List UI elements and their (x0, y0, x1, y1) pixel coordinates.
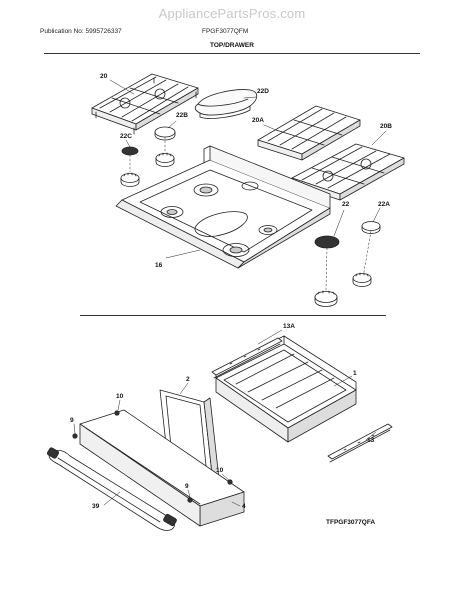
part-label-20a: 20A (252, 117, 264, 124)
part-label-4: 4 (242, 503, 246, 510)
screw-9-right[interactable] (188, 498, 192, 502)
handle-39[interactable] (47, 447, 178, 530)
catalog-id: TFPGF3077QFA (326, 519, 376, 526)
slide-rail-13a[interactable] (212, 338, 282, 378)
part-label-22a: 22A (378, 201, 390, 208)
main-top-16[interactable] (116, 146, 330, 268)
burner-cap-22c[interactable] (121, 147, 139, 187)
part-label-22d: 22D (257, 88, 269, 95)
watermark: AppliancePartsPros.com (158, 6, 306, 21)
burner-cap-22a[interactable] (353, 222, 380, 287)
part-label-22: 22 (342, 201, 350, 208)
burner-head-left (156, 153, 174, 167)
model-number: FPGF3077QFM (202, 28, 249, 35)
part-label-20: 20 (100, 73, 108, 80)
part-label-22c: 22C (120, 133, 132, 140)
burner-cap-22[interactable] (315, 236, 339, 307)
part-label-20b: 20B (380, 123, 392, 130)
part-label-10-top: 10 (116, 393, 124, 400)
part-label-13: 13 (367, 437, 375, 444)
part-label-39: 39 (92, 503, 100, 510)
part-label-22b: 22B (176, 112, 188, 119)
top-leader-lines (110, 80, 386, 290)
part-label-9-right: 9 (185, 483, 189, 490)
section-title: TOP/DRAWER (210, 42, 254, 49)
part-label-16: 16 (155, 262, 163, 269)
screw-10-top[interactable] (115, 411, 119, 415)
griddle-22d[interactable] (195, 90, 257, 119)
part-label-1: 1 (353, 370, 357, 377)
grate-20a[interactable] (258, 106, 360, 160)
grate-20[interactable] (92, 74, 198, 134)
drawer-1[interactable] (216, 336, 356, 442)
header-rule (44, 53, 420, 54)
drawer-front-4[interactable] (80, 410, 244, 526)
screw-10-right[interactable] (228, 480, 232, 484)
part-label-10-right: 10 (216, 467, 224, 474)
part-label-2: 2 (186, 376, 190, 383)
slide-rail-13[interactable] (328, 424, 392, 462)
part-label-9-left: 9 (70, 417, 74, 424)
bottom-leader-lines (74, 330, 376, 506)
publication-number: Publication No: 5995726337 (40, 28, 122, 35)
part-label-13a: 13A (283, 323, 295, 330)
screw-9-left[interactable] (73, 434, 77, 438)
section-divider (80, 315, 386, 316)
